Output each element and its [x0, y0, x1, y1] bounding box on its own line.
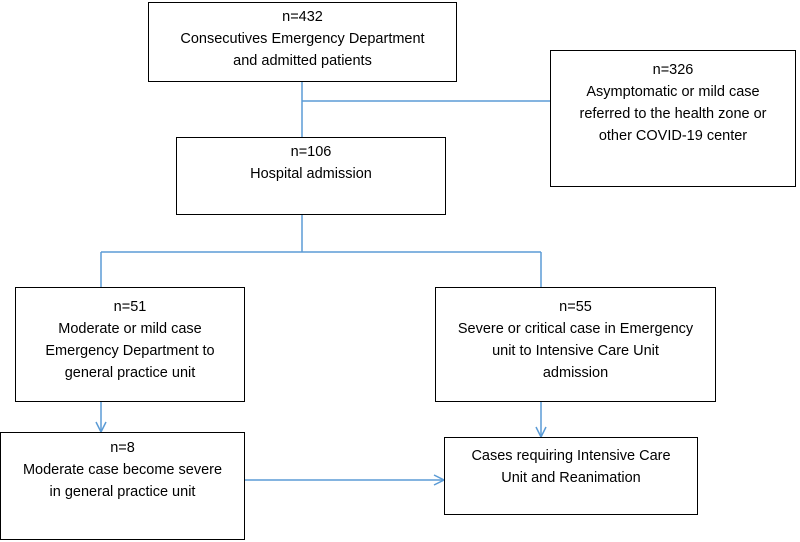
box-severe-case-count: n=55: [559, 299, 592, 315]
box-referred-line-1: Asymptomatic or mild case: [586, 84, 760, 100]
box-worsened-case-line-1: Moderate case become severe: [22, 462, 223, 478]
box-icu-cases-line-2: Unit and Reanimation: [501, 470, 641, 486]
box-total-patients: n=432 Consecutives Emergency Department …: [148, 2, 457, 82]
box-total-patients-count: n=432: [282, 9, 323, 25]
box-referred-line-2: referred to the health zone or: [579, 106, 767, 122]
box-worsened-case: n=8 Moderate case become severe in gener…: [0, 432, 245, 540]
box-icu-cases-line-1: Cases requiring Intensive Care: [471, 448, 671, 464]
box-moderate-case-count: n=51: [113, 299, 147, 315]
box-total-patients-line-2: and admitted patients: [233, 53, 372, 69]
box-moderate-case: n=51 Moderate or mild case Emergency Dep…: [15, 287, 245, 402]
box-worsened-case-count: n=8: [110, 440, 135, 456]
box-severe-case-line-3: admission: [542, 365, 609, 381]
box-total-patients-line-1: Consecutives Emergency Department: [180, 31, 425, 47]
box-icu-cases: Cases requiring Intensive Care Unit and …: [444, 437, 698, 515]
box-hospital-admission: n=106 Hospital admission: [176, 137, 446, 215]
box-moderate-case-line-2: Emergency Department to: [45, 343, 215, 359]
box-hospital-admission-line-1: Hospital admission: [250, 166, 372, 182]
box-referred: n=326 Asymptomatic or mild case referred…: [550, 50, 796, 187]
box-hospital-admission-count: n=106: [290, 144, 332, 160]
box-severe-case-line-1: Severe or critical case in Emergency: [457, 321, 694, 337]
box-moderate-case-line-3: general practice unit: [64, 365, 196, 381]
box-moderate-case-line-1: Moderate or mild case: [58, 321, 202, 337]
box-referred-line-3: other COVID-19 center: [598, 128, 748, 144]
box-worsened-case-line-2: in general practice unit: [49, 484, 196, 500]
box-severe-case: n=55 Severe or critical case in Emergenc…: [435, 287, 716, 402]
box-referred-count: n=326: [652, 62, 694, 78]
box-severe-case-line-2: unit to Intensive Care Unit: [492, 343, 659, 359]
